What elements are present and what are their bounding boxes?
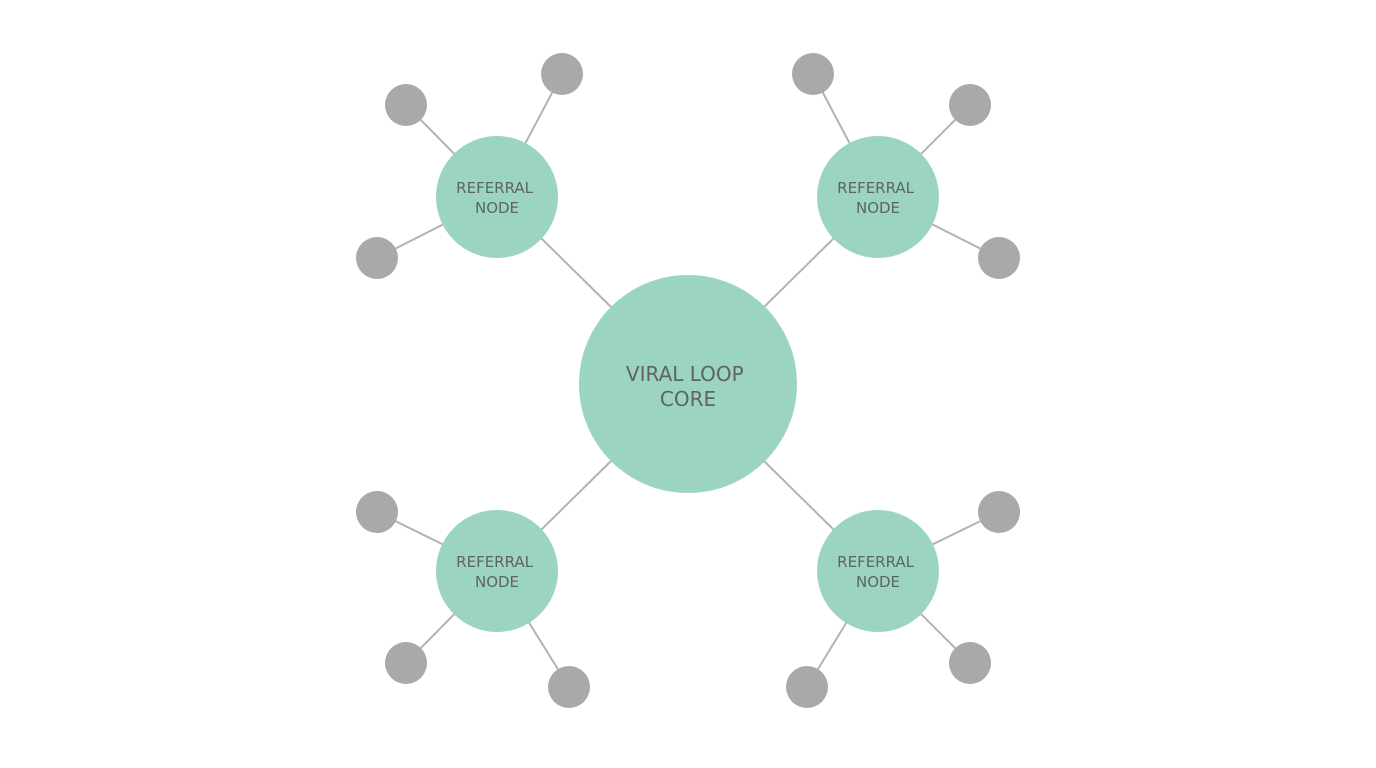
hub-node-circle	[436, 510, 558, 632]
hub-label: REFERRAL NODE	[837, 553, 919, 591]
hub-label-line2: NODE	[856, 573, 900, 591]
hub-label-line2: NODE	[475, 573, 519, 591]
edge-core-to-hub-top-right	[763, 237, 835, 308]
leaf-node	[786, 666, 828, 708]
core-node: VIRAL LOOP CORE	[579, 275, 797, 493]
hub-bottom-right: REFERRAL NODE	[817, 510, 939, 632]
hub-label: REFERRAL NODE	[456, 179, 538, 217]
hub-top-right: REFERRAL NODE	[817, 136, 939, 258]
leaf-node	[385, 84, 427, 126]
hub-label: REFERRAL NODE	[456, 553, 538, 591]
hub-label-line1: REFERRAL	[456, 553, 534, 571]
hub-label-line1: REFERRAL	[837, 553, 915, 571]
core-edges	[540, 237, 835, 531]
leaf-node	[978, 491, 1020, 533]
hub-label: REFERRAL NODE	[837, 179, 919, 217]
edge-core-to-hub-bottom-right	[763, 460, 835, 531]
leaf-node	[356, 491, 398, 533]
hub-top-left: REFERRAL NODE	[436, 136, 558, 258]
hub-label-line1: REFERRAL	[837, 179, 915, 197]
leaf-node	[541, 53, 583, 95]
leaf-node	[949, 84, 991, 126]
core-label-line1: VIRAL LOOP	[626, 362, 744, 386]
leaf-node	[548, 666, 590, 708]
leaf-node	[356, 237, 398, 279]
leaf-node	[385, 642, 427, 684]
leaf-node	[949, 642, 991, 684]
hub-node-circle	[817, 510, 939, 632]
hub-label-line1: REFERRAL	[456, 179, 534, 197]
core-label: VIRAL LOOP CORE	[626, 362, 750, 411]
leaf-node	[978, 237, 1020, 279]
edge-core-to-hub-bottom-left	[540, 460, 612, 531]
hub-bottom-left: REFERRAL NODE	[436, 510, 558, 632]
edge-core-to-hub-top-left	[540, 237, 612, 308]
leaf-node	[792, 53, 834, 95]
core-node-circle	[579, 275, 797, 493]
hub-node-circle	[817, 136, 939, 258]
leaf-nodes	[356, 53, 1020, 708]
hub-node-circle	[436, 136, 558, 258]
hub-label-line2: NODE	[856, 199, 900, 217]
hub-label-line2: NODE	[475, 199, 519, 217]
core-label-line2: CORE	[660, 387, 716, 411]
